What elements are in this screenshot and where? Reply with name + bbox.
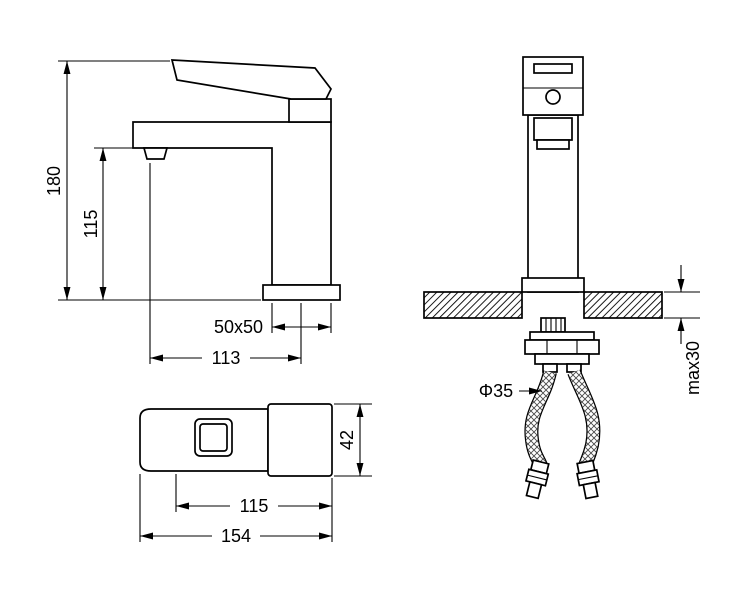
- mounting-hardware: [524, 317, 600, 373]
- hose-stub-left: [542, 363, 558, 373]
- connector-tip: [582, 481, 599, 500]
- hose-connector-left: [524, 459, 550, 500]
- front-dimensions: 180 115 50x50 113: [44, 60, 332, 368]
- label-mask: [212, 527, 260, 544]
- handle-neck: [288, 98, 332, 123]
- connector-nut-line: [527, 474, 547, 481]
- dim-label-spout-height: 115: [81, 210, 101, 239]
- countertop-right: [583, 291, 663, 319]
- top-view: [139, 403, 333, 477]
- handle-button-inner: [199, 423, 228, 452]
- base-plate-front: [262, 284, 341, 301]
- connector-nut-line: [578, 475, 598, 481]
- dim-label-body-width: 42: [337, 430, 357, 450]
- dim-label-overall-height: 180: [44, 166, 64, 196]
- dim-label-body-section: 50x50: [214, 317, 263, 337]
- dim-label-spout-reach: 113: [212, 348, 241, 368]
- hose-manifold: [534, 353, 590, 365]
- faucet-body-front: [132, 121, 332, 286]
- mounting-nut: [524, 339, 600, 355]
- spout-side: [533, 117, 573, 141]
- supply-hoses: [524, 369, 601, 469]
- front-view: [132, 59, 341, 301]
- washer: [529, 331, 595, 341]
- top-dimensions: 42 115 154: [139, 403, 372, 546]
- handle-lever: [170, 59, 332, 100]
- dim-label-overall-length: 154: [221, 526, 251, 546]
- lever-slot: [533, 63, 573, 74]
- dim-label-center-length: 115: [240, 496, 269, 516]
- dim-label-max-thickness: max30: [683, 341, 703, 395]
- supply-hose-left-braid: [525, 370, 556, 468]
- body-top: [267, 403, 333, 477]
- label-mask: [202, 349, 250, 366]
- countertop-left: [423, 291, 523, 319]
- spout-lip-side: [536, 139, 570, 150]
- base-plate-side: [521, 277, 585, 293]
- set-screw: [545, 89, 561, 105]
- hose-connector-right: [576, 459, 601, 500]
- side-dimensions: max30 Φ35: [479, 265, 703, 401]
- side-view: [423, 56, 663, 500]
- connector-tip: [525, 480, 543, 500]
- dim-label-hole-diameter: Φ35: [479, 381, 513, 401]
- label-mask: [230, 497, 278, 514]
- spout-aerator: [142, 147, 169, 160]
